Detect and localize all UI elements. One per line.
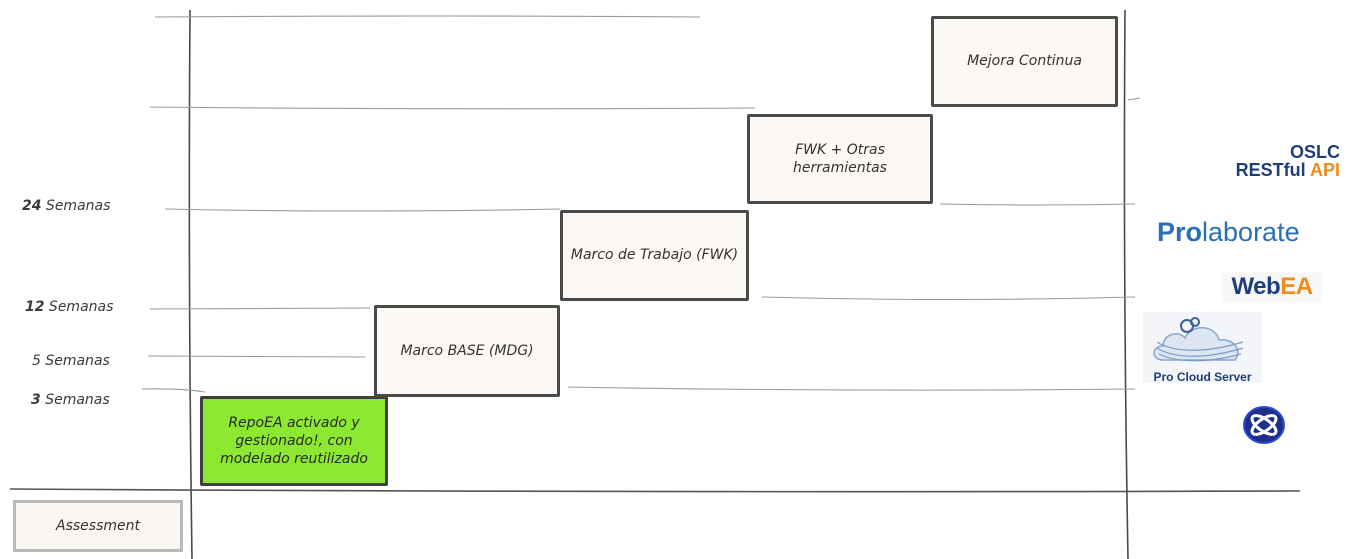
sparx-ea-icon	[1242, 405, 1286, 449]
webea-logo: WebEA	[1222, 272, 1322, 302]
step-box-repoea: RepoEA activado y gestionado!, con model…	[200, 396, 388, 486]
step-label: Marco de Trabajo (FWK)	[570, 247, 739, 264]
right-vertical-line	[1123, 9, 1129, 559]
week-number: 12	[25, 299, 45, 315]
step-box-marco-trabajo: Marco de Trabajo (FWK)	[560, 210, 749, 301]
guide-line-top	[154, 15, 701, 18]
step-box-fwk-otras: FWK + Otras herramientas	[747, 114, 933, 204]
prolaborate-rest: laborate	[1202, 217, 1300, 247]
assessment-box: Assessment	[13, 500, 183, 552]
guide-lines	[141, 15, 1141, 393]
pro-cloud-server-text: Pro Cloud Server	[1153, 370, 1252, 384]
week-unit: Semanas	[41, 198, 111, 214]
guide-line-3	[141, 388, 206, 393]
week-label-24: 24 Semanas	[22, 198, 110, 214]
left-vertical-line	[188, 9, 193, 559]
guide-line-3-right	[567, 386, 1136, 391]
oslc-text: OSLC	[1289, 142, 1340, 162]
guide-line-upper-right	[1127, 97, 1141, 101]
prolaborate-logo: Prolaborate	[1157, 217, 1300, 248]
week-number: 24	[22, 198, 42, 214]
week-number: 5	[32, 353, 41, 369]
pro-cloud-server-logo: Pro Cloud Server	[1143, 312, 1262, 384]
guide-line-upper	[149, 106, 756, 110]
week-label-12: 12 Semanas	[25, 299, 113, 315]
step-label: Marco BASE (MDG)	[400, 342, 534, 359]
guide-line-5	[147, 355, 366, 358]
baseline-line	[9, 488, 1301, 493]
api-text: API	[1309, 160, 1340, 180]
restful-api-text: RESTful API	[1200, 161, 1340, 179]
prolaborate-pro: Pro	[1157, 217, 1203, 247]
restful-text: RESTful	[1235, 160, 1310, 180]
assessment-label: Assessment	[56, 518, 140, 534]
cloud-icon	[1153, 317, 1244, 362]
step-box-marco-base: Marco BASE (MDG)	[374, 305, 560, 397]
webea-ea: EA	[1280, 273, 1313, 300]
step-label: RepoEA activado y gestionado!, con model…	[220, 414, 368, 468]
guide-line-24-right	[939, 203, 1136, 206]
week-label-5: 5 Semanas	[32, 353, 110, 369]
oslc-restful-api-logo: OSLC RESTful API	[1200, 143, 1340, 179]
guide-line-12-right	[761, 296, 1136, 301]
week-number: 3	[31, 392, 41, 408]
week-unit: Semanas	[40, 353, 110, 369]
guide-line-24	[164, 208, 561, 212]
step-label: FWK + Otras herramientas	[793, 141, 887, 176]
week-unit: Semanas	[40, 392, 110, 408]
week-unit: Semanas	[44, 299, 114, 315]
webea-web: Web	[1231, 273, 1281, 300]
guide-line-12	[149, 307, 371, 310]
step-box-mejora-continua: Mejora Continua	[931, 16, 1118, 107]
week-label-3: 3 Semanas	[31, 392, 110, 408]
step-label: Mejora Continua	[967, 53, 1082, 70]
